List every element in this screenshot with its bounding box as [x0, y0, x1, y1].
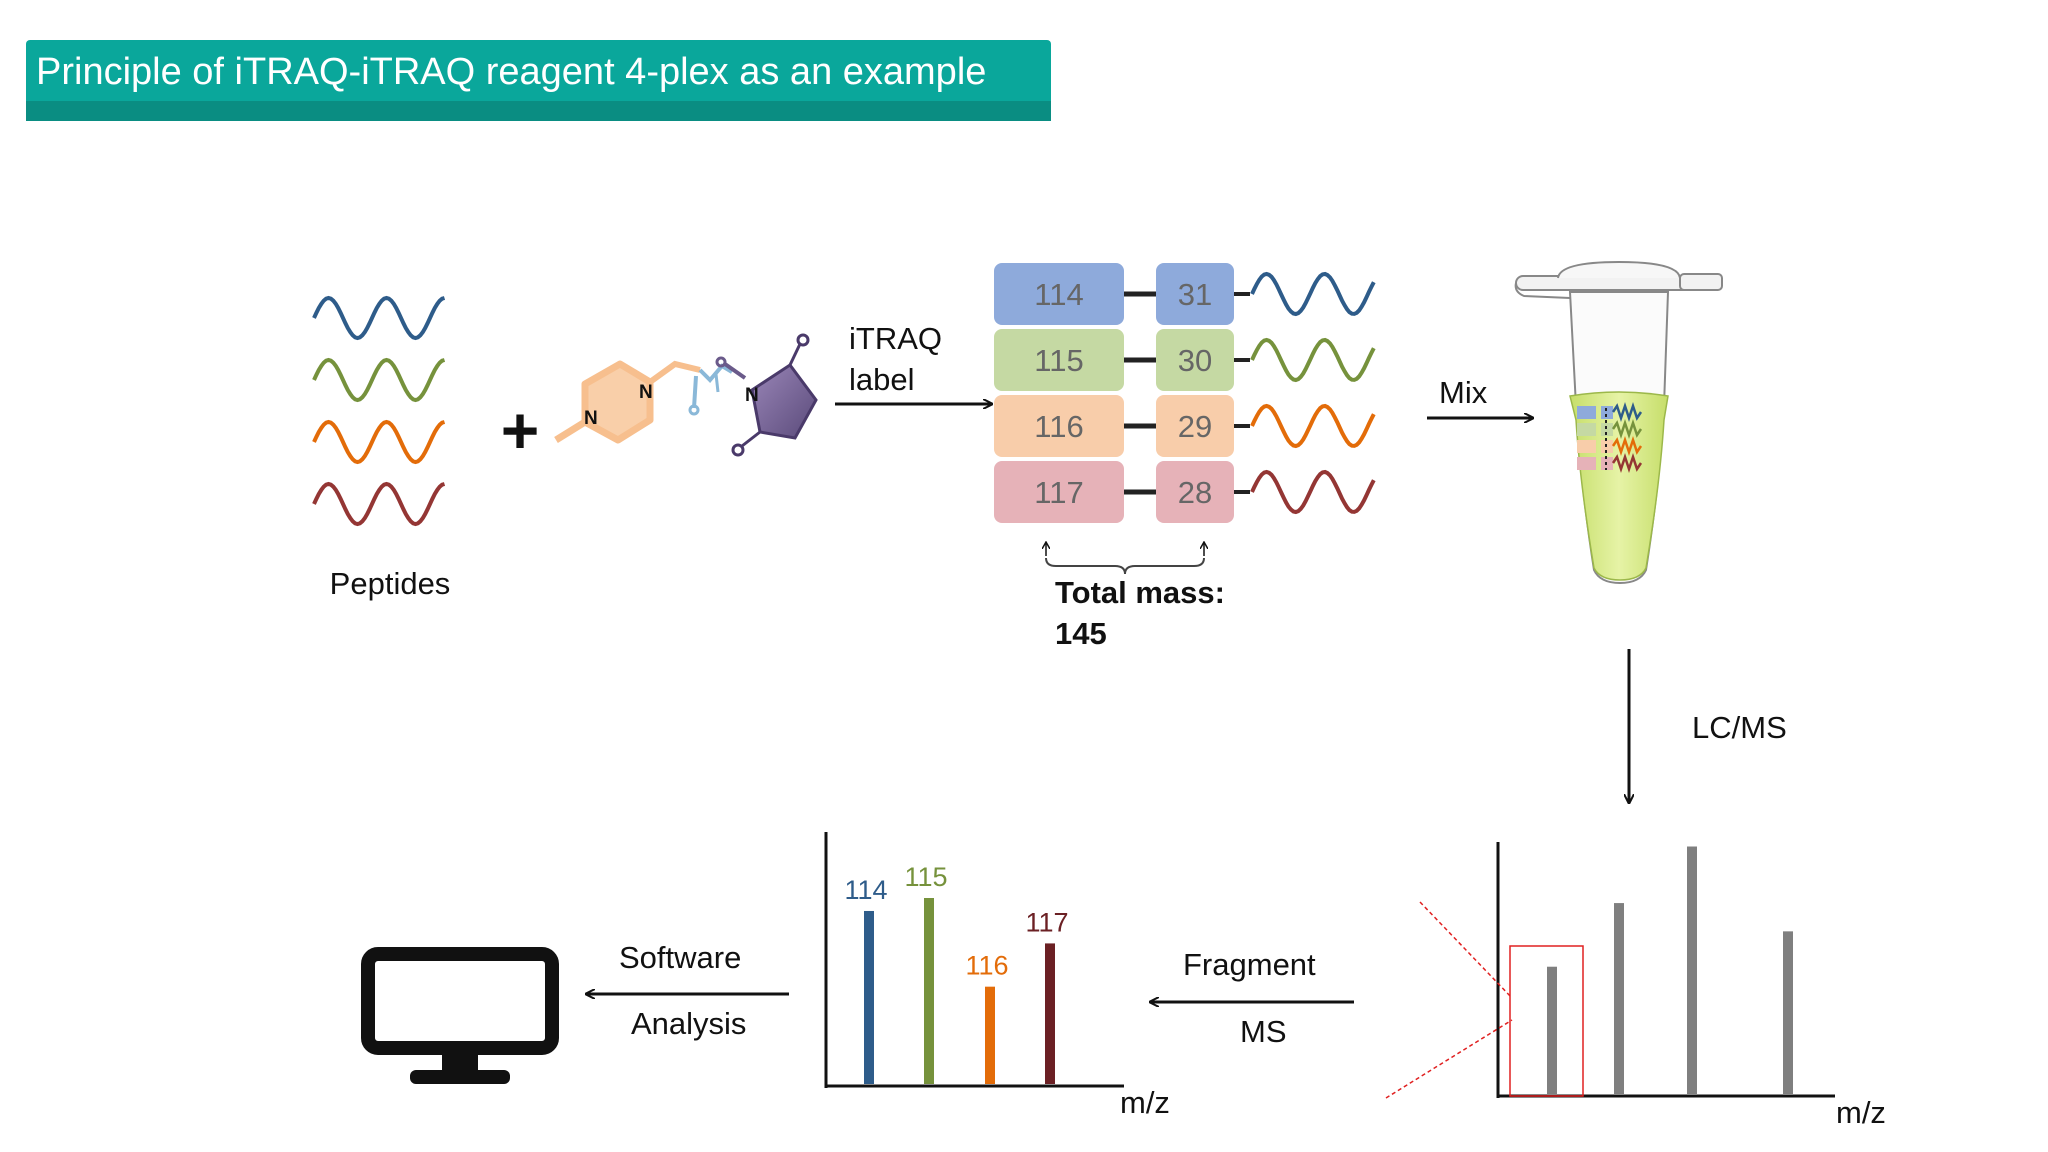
ms1-zoom-line [1419, 901, 1513, 999]
peptides-label: Peptides [330, 566, 451, 601]
title-banner-shade [26, 101, 1051, 121]
total-mass-value: 145 [1055, 616, 1107, 651]
balance-mass: 28 [1178, 475, 1212, 510]
reporter-peak-label: 116 [965, 951, 1008, 981]
reporter-mass: 114 [1034, 277, 1083, 312]
balance-tag [1156, 461, 1234, 523]
ms1-zoom-line [1385, 1019, 1513, 1099]
ms1-peak-bar [1614, 903, 1624, 1094]
analysis-label: Analysis [631, 1006, 746, 1041]
software-label: Software [619, 940, 741, 975]
labeled-peptide-wave [1250, 337, 1376, 383]
balance-tag [1156, 395, 1234, 457]
arrow-label-itraq: iTRAQ [849, 321, 942, 356]
reporter-ion-spectrum: m/z 114 115 116 117 [824, 832, 1170, 1120]
labeled-peptide-wave [1250, 271, 1376, 317]
page-title: Principle of iTRAQ-iTRAQ reagent 4-plex … [36, 51, 987, 93]
balance-mass: 30 [1178, 343, 1212, 378]
reporter-mass: 117 [1034, 475, 1083, 510]
reporter-tag [994, 329, 1124, 391]
total-mass-label: Total mass: [1055, 575, 1225, 610]
computer-monitor-icon [361, 947, 559, 1084]
total-mass-brace [1046, 542, 1204, 575]
reporter-peak-bar [985, 986, 995, 1084]
peptide-waves [312, 295, 446, 527]
labeled-peptide-wave [1250, 403, 1376, 449]
ms1-xlabel: m/z [1836, 1095, 1886, 1130]
itraq-reagent-molecule-icon: N N N [554, 333, 818, 457]
reagent-atom-n: N [584, 408, 598, 429]
reporter-mass: 115 [1034, 343, 1083, 378]
reporter-tag [994, 395, 1124, 457]
balance-mass: 31 [1178, 277, 1212, 312]
reporter-tag [994, 461, 1124, 523]
ms1-zoom-box [1509, 945, 1584, 1097]
labeled-peptide-wave [1250, 469, 1376, 515]
itraq-tags: 114 31 115 30 116 29 117 28 [994, 263, 1376, 523]
ms1-peak-bar [1783, 931, 1793, 1094]
ms-label: MS [1240, 1014, 1287, 1049]
reagent-atom-n: N [639, 382, 653, 403]
reporter-peak-bar [864, 910, 874, 1084]
reporter-mass: 116 [1034, 409, 1083, 444]
reporter-peak-label: 114 [844, 875, 887, 905]
reporter-peak-bar [1045, 943, 1055, 1084]
peptide-wave [312, 357, 446, 403]
reporter-peak-bar [924, 898, 934, 1084]
ms1-peak-bar [1547, 966, 1557, 1094]
fragment-label: Fragment [1183, 947, 1316, 982]
reporter-peak-label: 117 [1025, 907, 1068, 937]
balance-mass: 29 [1178, 409, 1212, 444]
ms1-peak-bar [1687, 846, 1697, 1094]
title-banner: Principle of iTRAQ-iTRAQ reagent 4-plex … [26, 40, 1051, 121]
balance-tag [1156, 263, 1234, 325]
reporter-tag [994, 263, 1124, 325]
lcms-label: LC/MS [1692, 710, 1787, 745]
peptide-wave [312, 419, 446, 465]
peptide-wave [312, 295, 446, 341]
reporter-xlabel: m/z [1120, 1085, 1170, 1120]
mix-label: Mix [1439, 375, 1488, 410]
reporter-peak-label: 115 [904, 862, 947, 892]
peptide-wave [312, 481, 446, 527]
balance-tag [1156, 329, 1234, 391]
arrow-label-label: label [849, 362, 915, 397]
plus-sign: + [501, 393, 540, 467]
reagent-atom-n: N [745, 385, 759, 406]
ms1-spectrum: m/z [1385, 842, 1886, 1130]
microcentrifuge-tube-icon [1514, 260, 1723, 585]
